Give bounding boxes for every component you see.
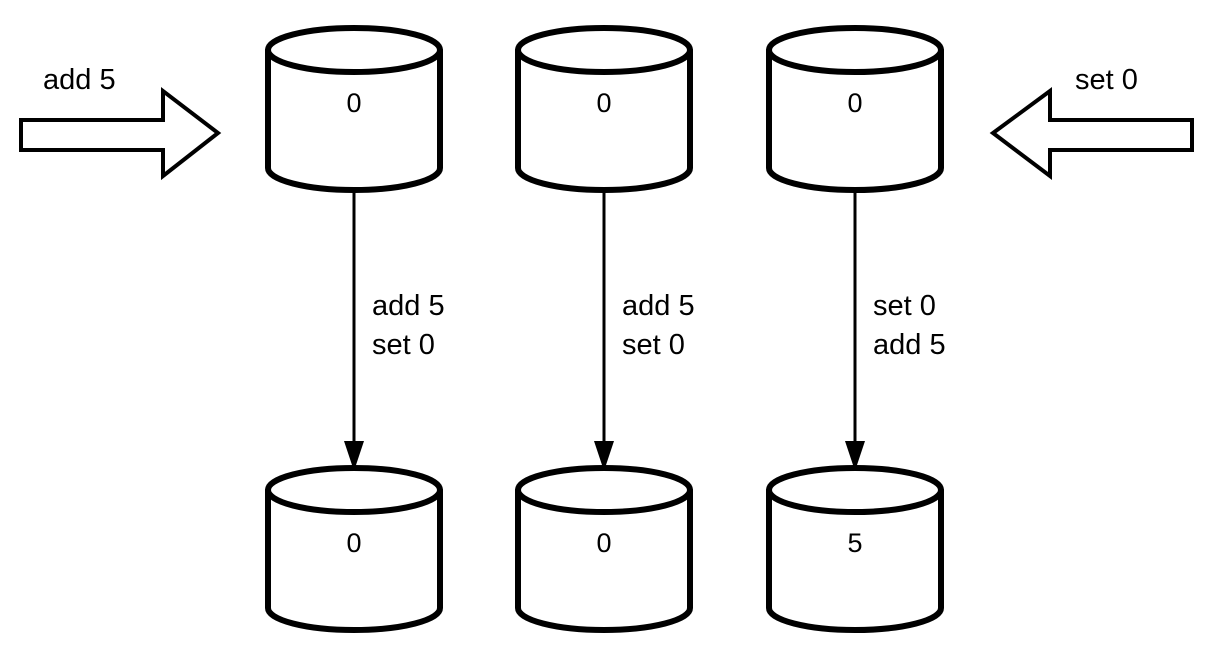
replica-3-op-1: set 0 <box>873 290 936 322</box>
replica-1-op-1: add 5 <box>372 290 445 322</box>
replica-2-final-value: 0 <box>596 528 611 558</box>
cylinder-top-ellipse <box>766 465 944 515</box>
right-block-arrow-icon <box>19 86 222 181</box>
cylinder-top-ellipse <box>265 25 443 75</box>
replica-3-connector <box>845 190 865 471</box>
replica-1-bottom-cylinder: 0 <box>265 465 443 633</box>
replica-1-op-2: set 0 <box>372 329 435 361</box>
cylinder-body <box>265 487 443 633</box>
left-block-arrow-icon <box>989 87 1194 181</box>
replica-1-top-cylinder: 0 <box>265 25 443 193</box>
replica-column-2: 0 add 5 set 0 0 <box>515 25 695 633</box>
replica-2-connector <box>594 190 614 471</box>
cylinder-body <box>515 487 693 633</box>
right-input-group: set 0 <box>989 64 1194 181</box>
cylinder-top-ellipse <box>515 25 693 75</box>
replica-3-bottom-cylinder: 5 <box>766 465 944 633</box>
replica-2-op-1: add 5 <box>622 290 695 322</box>
arrowhead-icon <box>594 441 614 471</box>
cylinder-top-ellipse <box>766 25 944 75</box>
left-input-label: add 5 <box>43 64 116 96</box>
replica-3-top-cylinder: 0 <box>766 25 944 193</box>
replica-1-connector <box>344 190 364 471</box>
cylinder-body <box>265 47 443 193</box>
replica-column-1: 0 add 5 set 0 0 <box>265 25 445 633</box>
cylinder-body <box>766 47 944 193</box>
replica-1-final-value: 0 <box>346 528 361 558</box>
cylinder-top-ellipse <box>515 465 693 515</box>
left-input-group: add 5 <box>19 64 222 181</box>
arrowhead-icon <box>845 441 865 471</box>
replica-3-final-value: 5 <box>847 528 862 558</box>
replica-2-bottom-cylinder: 0 <box>515 465 693 633</box>
replica-2-op-2: set 0 <box>622 329 685 361</box>
right-input-label: set 0 <box>1075 64 1138 96</box>
replica-3-op-2: add 5 <box>873 329 946 361</box>
cylinder-body <box>766 487 944 633</box>
replica-2-top-cylinder: 0 <box>515 25 693 193</box>
cylinder-body <box>515 47 693 193</box>
arrowhead-icon <box>344 441 364 471</box>
cylinder-top-ellipse <box>265 465 443 515</box>
replica-1-initial-value: 0 <box>346 88 361 118</box>
replica-2-initial-value: 0 <box>596 88 611 118</box>
replica-column-3: 0 set 0 add 5 5 <box>766 25 946 633</box>
replica-3-initial-value: 0 <box>847 88 862 118</box>
